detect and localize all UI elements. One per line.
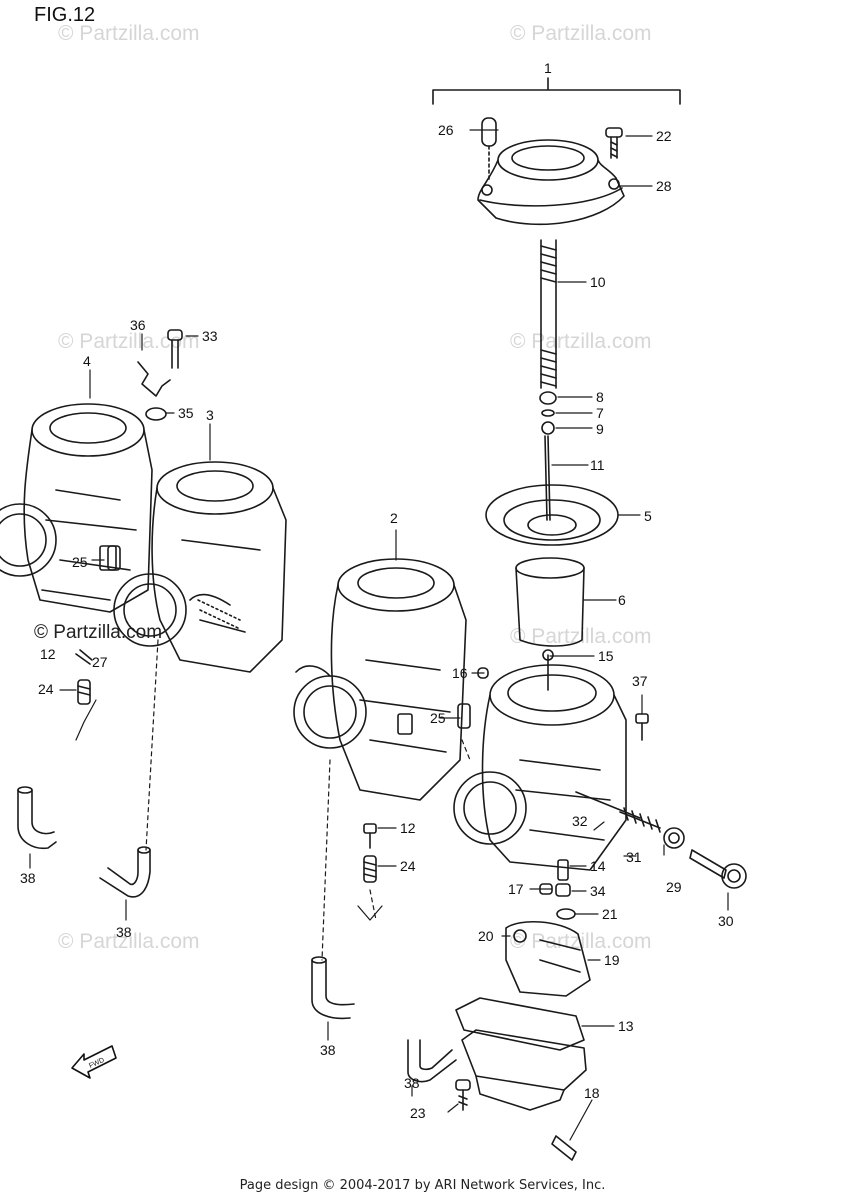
callout-label: 38 [20, 870, 36, 886]
callout-label: 19 [604, 952, 620, 968]
page-footer: Page design © 2004-2017 by ARI Network S… [239, 1178, 606, 1193]
watermark: © Partzilla.com [510, 330, 652, 353]
callout-label: 34 [590, 883, 606, 899]
callout-label: 20 [478, 928, 494, 944]
fwd-arrow-icon: FWD [71, 1045, 117, 1079]
callout-label: 18 [584, 1085, 600, 1101]
knob-part [663, 827, 685, 849]
callout-label: 7 [596, 405, 604, 421]
callout-label: 35 [178, 405, 194, 421]
carburetor-body [453, 649, 627, 871]
screw-part [455, 1079, 471, 1111]
spring-part [457, 703, 471, 729]
callout-label: 8 [596, 389, 604, 405]
callout-label: 24 [400, 858, 416, 874]
callout-label: 14 [590, 858, 606, 874]
callout-label: 28 [656, 178, 672, 194]
callout-label: 38 [320, 1042, 336, 1058]
gasket-part [455, 997, 585, 1051]
carburetor-body [0, 403, 153, 613]
spring-part [540, 239, 557, 389]
float-chamber-part [461, 1029, 587, 1161]
callout-label: 32 [572, 813, 588, 829]
callout-label: 3 [206, 407, 214, 423]
callout-label: 33 [202, 328, 218, 344]
hose-part [407, 1039, 457, 1083]
callout-labels: 1 2 3 4 5 6 7 8 9 10 11 12 12 13 14 15 1… [20, 60, 734, 1121]
callout-label: 11 [590, 457, 605, 473]
assembly-bracket [432, 77, 681, 105]
callout-label: 13 [618, 1018, 634, 1034]
washer-part [145, 407, 167, 421]
callout-label: 24 [38, 681, 54, 697]
screw-part [635, 713, 649, 741]
callout-label: 26 [438, 122, 454, 138]
watermark: © Partzilla.com [58, 330, 200, 353]
callout-label: 4 [83, 353, 91, 369]
callout-label: 27 [92, 654, 108, 670]
screw-part [605, 127, 623, 159]
callout-label: 6 [618, 592, 626, 608]
screw-part [167, 329, 183, 369]
callout-label: 12 [400, 820, 416, 836]
carburetor-body [113, 461, 287, 673]
callout-label: 2 [390, 510, 398, 526]
callout-label: 31 [626, 849, 642, 865]
carburetor-body [293, 558, 467, 801]
spring-part [363, 855, 377, 883]
figure-title: FIG.12 [34, 4, 96, 26]
screw-part [363, 823, 377, 849]
callout-label: 10 [590, 274, 606, 290]
callout-label: 29 [666, 879, 682, 895]
float-part [505, 920, 591, 997]
idle-adjuster-part [575, 791, 661, 833]
callout-label: 25 [72, 554, 88, 570]
diaphragm-part [485, 484, 619, 546]
callout-label: 15 [598, 648, 614, 664]
holder [541, 421, 555, 435]
watermark: © Partzilla.com [510, 625, 652, 648]
jet-needle [547, 435, 551, 521]
spring-seat [539, 391, 557, 405]
callout-label: 23 [410, 1105, 426, 1121]
callout-label: 38 [116, 924, 132, 940]
callout-label: 5 [644, 508, 652, 524]
callout-label: 36 [130, 317, 146, 333]
screw-part [689, 849, 747, 889]
callout-label: 16 [452, 665, 468, 681]
hose-part [17, 786, 57, 850]
callout-label: 38 [404, 1075, 420, 1091]
callout-label: 37 [632, 673, 648, 689]
callout-label: 9 [596, 421, 604, 437]
e-ring [541, 409, 555, 417]
watermark: © Partzilla.com [58, 930, 200, 953]
callout-label: 17 [508, 881, 524, 897]
hose-part [311, 956, 355, 1020]
callout-label: 22 [656, 128, 672, 144]
clip-part [481, 117, 497, 147]
spring-part [77, 679, 91, 705]
hose-part [99, 846, 151, 898]
top-cover [477, 139, 625, 226]
callout-label: 21 [602, 906, 618, 922]
callout-label: 30 [718, 913, 734, 929]
piston-valve-part [515, 557, 585, 647]
callout-label: 12 [40, 646, 56, 662]
watermark: © Partzilla.com [510, 22, 652, 45]
watermark: © Partzilla.com [58, 22, 200, 45]
callout-label: 1 [544, 60, 552, 76]
bracket-part [137, 361, 171, 397]
callout-label: 25 [430, 710, 446, 726]
spring-part [107, 545, 121, 571]
